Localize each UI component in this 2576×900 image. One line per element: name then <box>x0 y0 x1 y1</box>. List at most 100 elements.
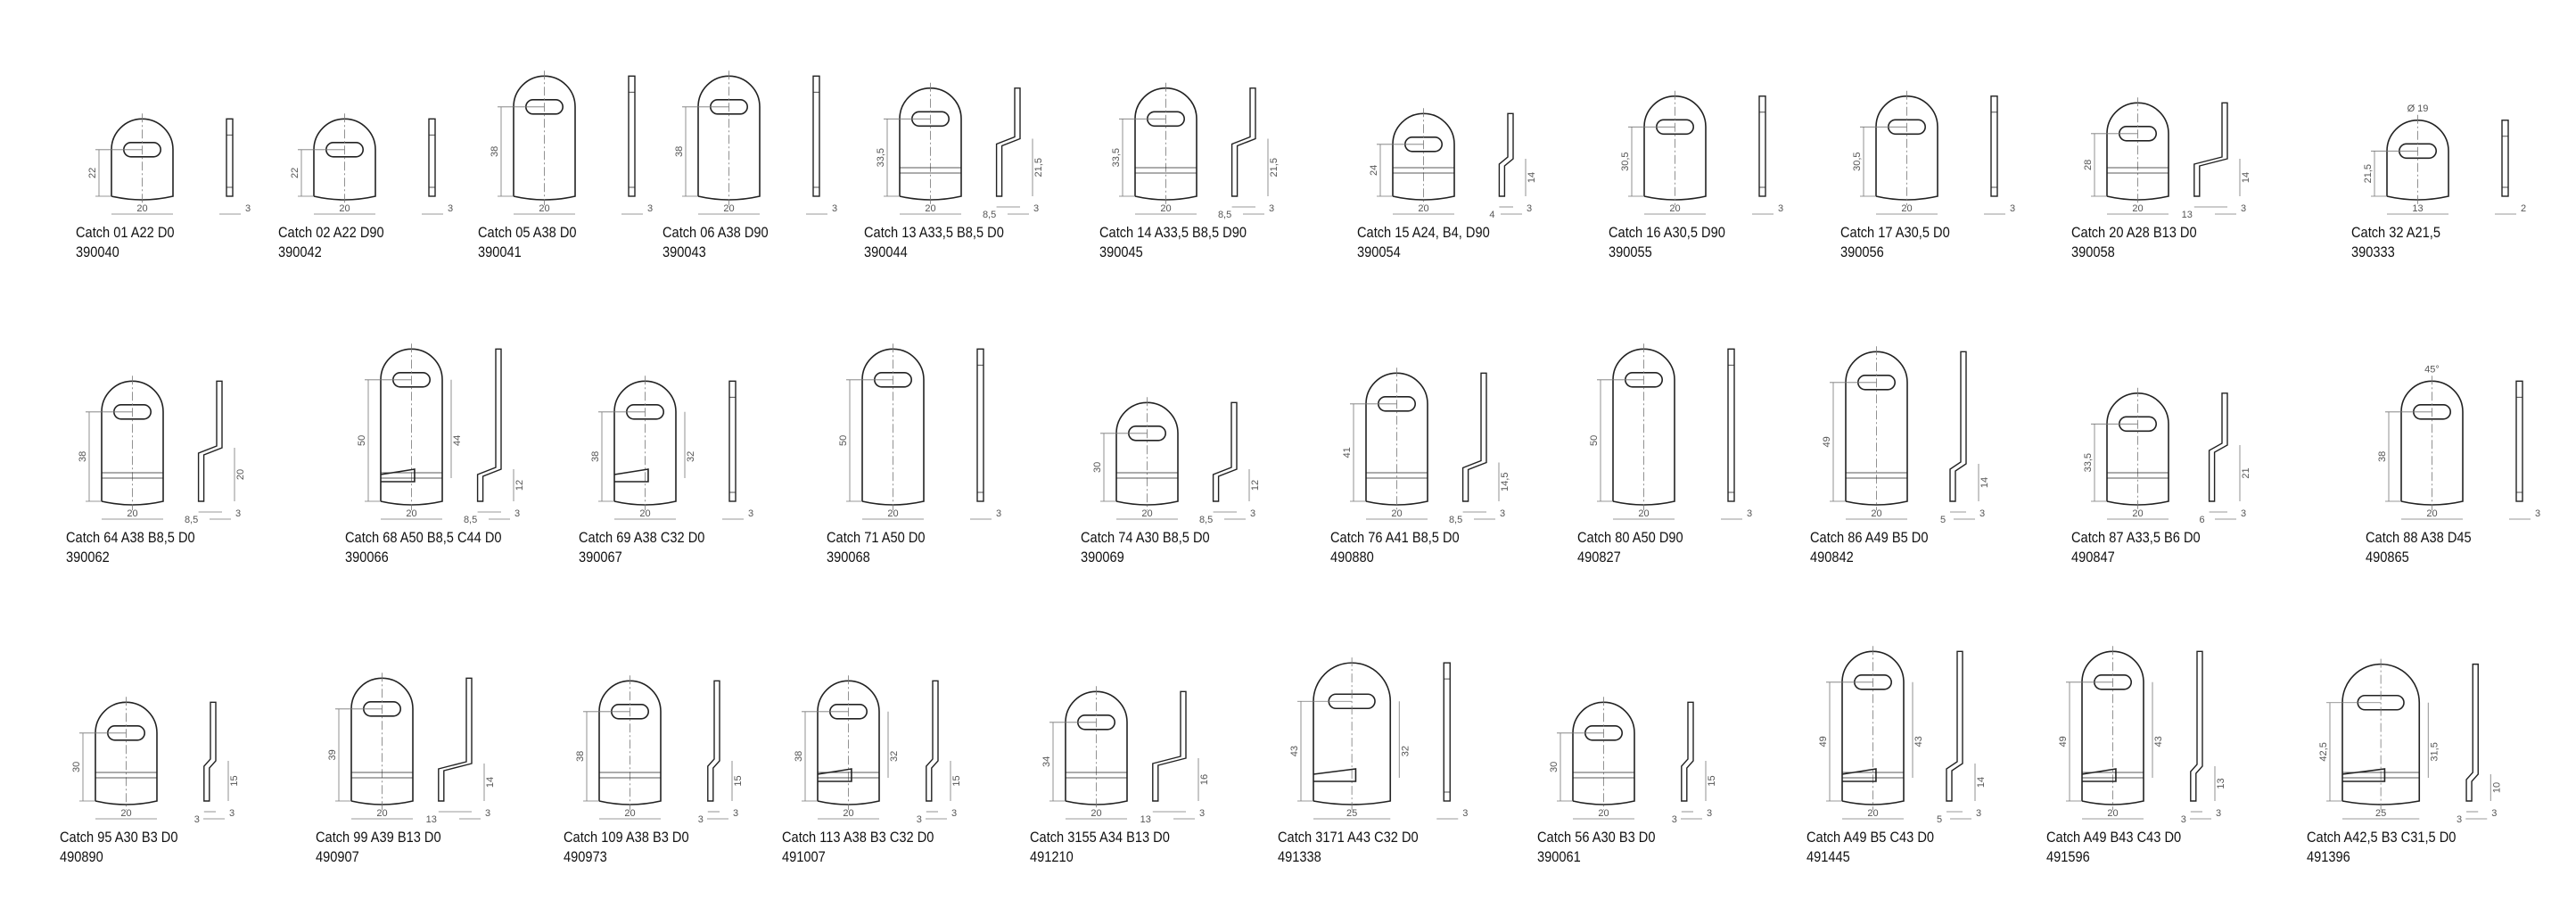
plate-outline <box>1875 95 1938 201</box>
dimension-value: 3 <box>1033 203 1039 214</box>
dimensions <box>1597 379 1742 520</box>
dimension-value: 20 <box>339 203 350 214</box>
front-view <box>697 70 761 205</box>
flat-profile <box>428 118 436 197</box>
dimension-value: 3 <box>951 808 957 819</box>
dimension-value: 3 <box>1778 203 1783 214</box>
catch-article-number: 491007 <box>782 848 826 865</box>
dimension-value: 20 <box>1871 508 1881 519</box>
bent-profile <box>2193 102 2228 197</box>
catch-name: Catch 87 A33,5 B6 D0 <box>2071 529 2201 546</box>
catch-name: Catch 32 A21,5 <box>2351 224 2440 241</box>
dimension-value: 38 <box>590 451 601 462</box>
dimensions <box>1350 403 1500 520</box>
bent-profile <box>1461 372 1487 502</box>
bent-profile <box>1946 650 1963 802</box>
flat-profile <box>1443 662 1451 802</box>
bent-profile <box>438 677 473 802</box>
dimension-value: 3 <box>2010 203 2015 214</box>
catch-name: Catch 14 A33,5 B8,5 D90 <box>1099 224 1247 241</box>
front-view <box>1065 686 1128 810</box>
dimension-value: 49 <box>1822 436 1832 447</box>
dimension-value: 3 <box>2491 808 2497 819</box>
dimension-value: 20 <box>723 203 734 214</box>
dimension-value: 3 <box>647 203 653 214</box>
front-view <box>2341 658 2421 810</box>
plate-outline <box>1643 95 1707 201</box>
dimensions <box>1100 433 1250 520</box>
side-view <box>1949 351 1967 502</box>
dimension-value: 13 <box>2216 778 2226 789</box>
front-view <box>380 343 443 510</box>
dimension-value: 3 <box>514 508 520 519</box>
dimension-value: 21,5 <box>1269 158 1280 177</box>
dimension-value: 20 <box>406 508 416 519</box>
catch-name: Catch 113 A38 B3 C32 D0 <box>782 829 934 846</box>
plate-outline <box>1841 650 1905 805</box>
dimension-value: 3 <box>996 508 1001 519</box>
front-view <box>1392 108 1455 205</box>
dimension-value: 16 <box>1199 774 1210 785</box>
front-view <box>2386 114 2449 205</box>
dimension-value: 20 <box>843 808 853 819</box>
side-view <box>2193 102 2228 197</box>
dimension-value: 20 <box>1598 808 1609 819</box>
catch-article-number: 390062 <box>66 549 110 566</box>
cutout <box>1313 768 1357 782</box>
dimension-value: 13 <box>2412 203 2423 214</box>
dimension-value: 15 <box>1707 775 1717 786</box>
dimension-value: 10 <box>2491 782 2502 793</box>
bent-profile <box>203 701 217 802</box>
dimension-value: 13 <box>2182 210 2193 220</box>
dimensions <box>2066 681 2216 820</box>
side-view <box>1681 701 1694 802</box>
dimension-value: 3 <box>1250 508 1255 519</box>
dimension-value: 14 <box>1976 777 1987 788</box>
bent-profile <box>995 87 1021 197</box>
catch-article-number: 390054 <box>1357 244 1401 260</box>
catch-name: Catch A49 B5 C43 D0 <box>1806 829 1935 846</box>
dimension-value: 20 <box>639 508 650 519</box>
catch-article-number: 490880 <box>1330 549 1374 566</box>
catch-name: Catch 68 A50 B8,5 C44 D0 <box>345 529 502 546</box>
dimension-value: 20 <box>2426 508 2437 519</box>
dimensions <box>86 411 235 520</box>
dimension-value: 44 <box>452 435 463 446</box>
side-view <box>628 75 636 197</box>
dimension-value: 8,5 <box>1449 515 1462 525</box>
dimensions <box>2091 133 2241 215</box>
side-view <box>926 680 939 802</box>
front-view <box>613 376 677 510</box>
flat-profile <box>1727 348 1735 502</box>
dimension-value: Ø 19 <box>2407 103 2429 114</box>
bent-profile <box>2208 392 2228 502</box>
dimension-value: 28 <box>2083 160 2094 170</box>
dimension-value: 21 <box>2241 467 2251 478</box>
dimension-value: 12 <box>1250 480 1261 491</box>
side-view <box>812 75 820 197</box>
plate-outline <box>1134 87 1197 201</box>
dimensions <box>884 118 1033 215</box>
dimension-value: 3 <box>1979 508 1985 519</box>
dimension-value: 20 <box>1090 808 1101 819</box>
front-view <box>817 675 880 810</box>
catch-article-number: 390045 <box>1099 244 1143 260</box>
dimensions <box>1860 126 2005 215</box>
dimension-value: 3 <box>1500 508 1505 519</box>
side-view <box>197 380 223 502</box>
dimension-value: 5 <box>1940 515 1946 525</box>
catch-name: Catch 3155 A34 B13 D0 <box>1030 829 1170 846</box>
dimension-value: 43 <box>1913 736 1924 747</box>
